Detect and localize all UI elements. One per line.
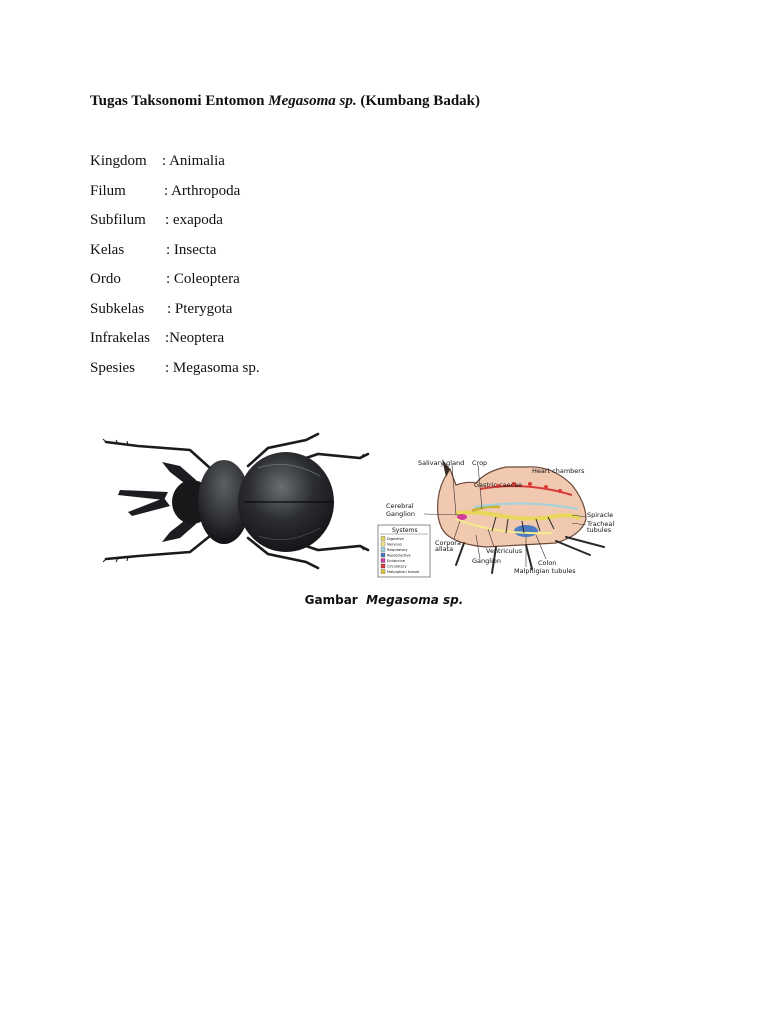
taxonomy-label: Spesies <box>90 360 135 376</box>
taxonomy-value: :Neoptera <box>165 330 225 346</box>
caption-species: Megasoma sp. <box>366 593 464 607</box>
document-title: Tugas Taksonomi Entomon Megasoma sp. (Ku… <box>90 93 480 110</box>
legend-swatch <box>380 541 386 547</box>
legend-swatch <box>380 569 386 574</box>
taxonomy-value: : Arthropoda <box>164 183 241 199</box>
legend-label: Malpighian tubule <box>387 570 420 574</box>
label-crop: Crop <box>472 459 487 467</box>
label-ganglion: Ganglion <box>472 557 501 565</box>
taxonomy-value: : Coleoptera <box>166 271 240 287</box>
legend-label: Nervous <box>387 543 402 547</box>
legend-title: Systems <box>392 527 418 534</box>
label-heart: Heart chambers <box>532 467 585 475</box>
taxonomy-value: : Megasoma sp. <box>165 360 260 376</box>
label-spiracle: Spiracle <box>587 511 613 519</box>
label-cerebral-1: Cerebral <box>386 502 414 510</box>
label-tracheal-1: Tracheal <box>586 520 614 528</box>
taxonomy-value: : Animalia <box>162 153 225 169</box>
legend-swatch <box>380 563 386 569</box>
figure-caption: Gambar Megasoma sp. <box>0 593 768 607</box>
label-salivary: Salivary gland <box>418 459 464 467</box>
legend-label: Reproductive <box>387 554 411 558</box>
title-prefix: Tugas Taksonomi Entomon <box>90 93 265 109</box>
legend-items: Digestive Nervous Respiratory Reproducti… <box>380 536 420 574</box>
title-suffix: (Kumbang Badak) <box>360 93 480 109</box>
legend-swatch <box>380 552 386 558</box>
label-ventriculus: Ventriculus <box>486 547 523 555</box>
label-corpora-2: allata <box>435 545 453 553</box>
legend-label: Respiratory <box>387 548 408 552</box>
taxonomy-label: Infrakelas <box>90 330 150 346</box>
taxonomy-label: Filum <box>90 183 126 199</box>
title-species: Megasoma sp. <box>268 93 357 109</box>
label-corpora-1: Corpora <box>435 539 461 547</box>
legend-label: Circulatory <box>387 565 407 569</box>
taxonomy-value: : exapoda <box>165 212 223 228</box>
taxonomy-label: Kingdom <box>90 153 147 169</box>
label-malpighian: Malphigian tubules <box>514 567 576 575</box>
label-tracheal-2: tubules <box>587 526 612 534</box>
taxonomy-value: : Pterygota <box>167 301 233 317</box>
beetle-photo <box>102 432 370 570</box>
legend-swatch <box>380 547 386 552</box>
legend-swatch <box>380 536 386 541</box>
taxonomy-label: Kelas <box>90 242 125 258</box>
legend-label: Endocrine <box>387 559 406 563</box>
legend-label: Digestive <box>387 537 405 541</box>
label-cerebral-2: Ganglion <box>386 510 415 518</box>
caption-prefix: Gambar <box>304 593 358 607</box>
legend-swatch <box>380 558 386 563</box>
anatomy-diagram: Salivary gland Crop Heart chambers Gastr… <box>377 459 614 578</box>
systems-legend <box>377 524 431 578</box>
taxonomy-value: : Insecta <box>166 242 217 258</box>
taxonomy-label: Subfilum <box>90 212 146 228</box>
label-colon: Colon <box>538 559 556 567</box>
taxonomy-label: Ordo <box>90 271 121 287</box>
taxonomy-label: Subkelas <box>90 301 145 317</box>
label-gastric: Gastric caecae <box>474 481 522 489</box>
